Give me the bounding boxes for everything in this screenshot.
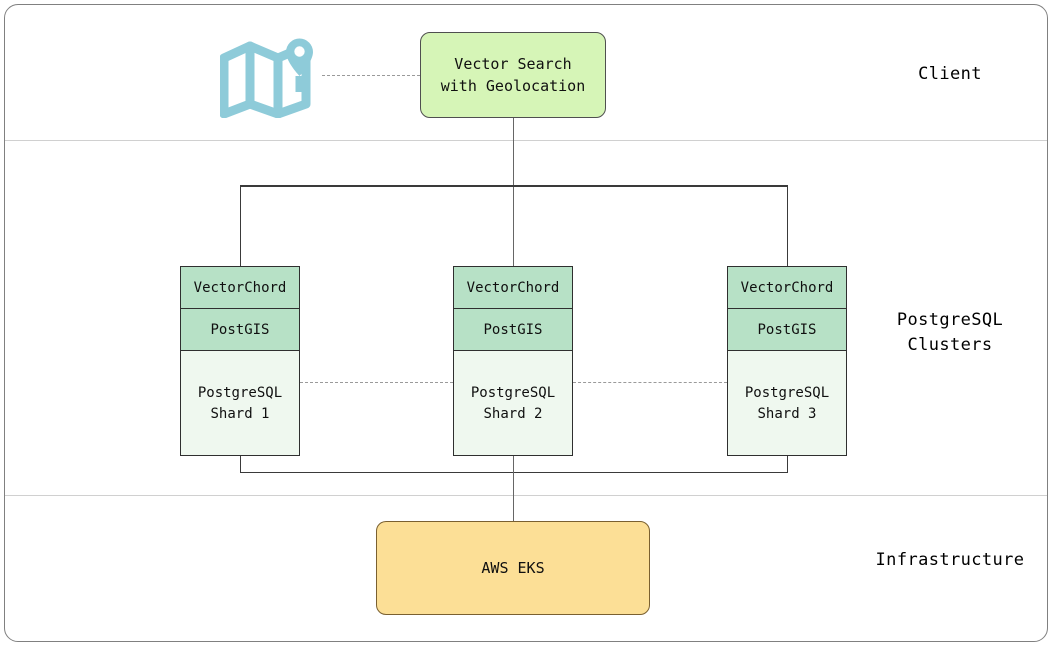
lane-label-infrastructure: Infrastructure	[875, 550, 1025, 570]
connector-icon-to-vector-search	[322, 75, 420, 76]
map-pin-icon	[219, 30, 324, 119]
connector-vector-search-trunk	[512, 118, 515, 370]
shard-1-band-postgis: PostGIS	[181, 309, 299, 351]
lane-label-postgresql-clusters: PostgreSQL Clusters	[896, 310, 1004, 355]
connector-top-bus	[240, 185, 788, 187]
shard-2-band-vectorchord: VectorChord	[454, 267, 572, 309]
shard-3-band-vectorchord: VectorChord	[728, 267, 846, 309]
shard-1-body: PostgreSQL Shard 1	[197, 385, 283, 422]
shard-2-band-postgis: PostGIS	[454, 309, 572, 351]
lane-divider-client-clusters	[5, 140, 1047, 141]
shard-stack-1[interactable]: VectorChord PostGIS PostgreSQL Shard 1	[180, 266, 300, 456]
shard-2-body: PostgreSQL Shard 2	[470, 385, 556, 422]
shard-3-band-postgis: PostGIS	[728, 309, 846, 351]
connector-shard1-shard2	[300, 382, 453, 383]
lane-divider-clusters-infrastructure	[5, 495, 1047, 496]
lane-label-client: Client	[918, 64, 982, 84]
node-aws-eks[interactable]: AWS EKS	[376, 521, 650, 615]
node-vector-search[interactable]: Vector Search with Geolocation	[420, 32, 606, 118]
connector-bottom-bus-riser-left	[239, 456, 242, 473]
connector-bottom-bus-riser-right	[786, 456, 789, 473]
connector-top-bus-drop-right	[786, 185, 789, 267]
connector-clusters-to-eks	[512, 456, 515, 523]
shard-3-body: PostgreSQL Shard 3	[744, 385, 830, 422]
shard-1-band-vectorchord: VectorChord	[181, 267, 299, 309]
shard-stack-2[interactable]: VectorChord PostGIS PostgreSQL Shard 2	[453, 266, 573, 456]
connector-top-bus-drop-left	[239, 185, 242, 267]
connector-shard2-shard3	[573, 382, 727, 383]
shard-stack-3[interactable]: VectorChord PostGIS PostgreSQL Shard 3	[727, 266, 847, 456]
